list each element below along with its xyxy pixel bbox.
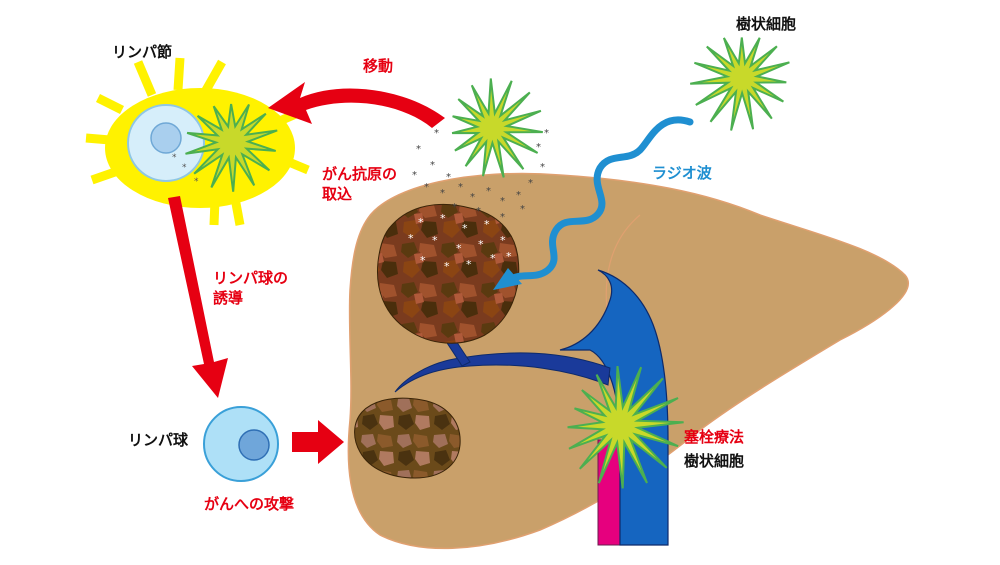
small-tumor — [354, 397, 461, 479]
radio-wave-arrowhead — [493, 268, 522, 290]
svg-text:*: * — [520, 204, 525, 215]
embolization-label: 塞栓療法 — [684, 428, 745, 446]
dendritic-cell-body — [567, 365, 684, 489]
svg-text:*: * — [490, 252, 496, 265]
dendritic-cell-icon — [690, 37, 790, 131]
svg-text:*: * — [182, 163, 187, 173]
tumor-icon — [376, 203, 520, 344]
svg-text:*: * — [540, 162, 545, 173]
blue-vessel-trunk — [559, 269, 669, 546]
dendritic-cell-label-bottom: 樹状細胞 — [684, 452, 745, 470]
svg-text:*: * — [452, 202, 457, 213]
dendritic-cell-label-top: 樹状細胞 — [736, 15, 797, 33]
antigen-particles: *** *** *** *** *** *** ** — [412, 128, 549, 223]
svg-text:*: * — [416, 144, 421, 155]
svg-text:*: * — [470, 192, 475, 203]
svg-text:*: * — [466, 258, 472, 271]
svg-text:*: * — [536, 142, 541, 153]
svg-text:*: * — [462, 222, 468, 235]
svg-text:*: * — [440, 212, 446, 225]
svg-text:*: * — [506, 250, 512, 263]
lymphocyte-label: リンパ球 — [128, 431, 189, 449]
large-tumor — [376, 203, 520, 344]
lymph-node-cell-nucleus — [150, 122, 182, 154]
tumor-icon — [354, 397, 461, 479]
migration-label: 移動 — [363, 57, 394, 75]
dendritic-cell-body — [451, 78, 543, 178]
lymphocyte-induction-label-line1: リンパ球の — [213, 269, 289, 287]
svg-text:*: * — [500, 212, 505, 223]
svg-text:*: * — [412, 170, 417, 181]
radio-wave-icon — [493, 116, 694, 290]
svg-text:*: * — [408, 232, 414, 245]
lymph-node-label: リンパ節 — [112, 43, 173, 61]
svg-text:*: * — [440, 188, 445, 199]
svg-text:*: * — [418, 216, 424, 229]
migration-arrow — [268, 82, 445, 128]
attack-arrow — [292, 420, 344, 464]
antigen-particles-on-tumor: *** *** *** *** ** — [408, 212, 512, 273]
svg-text:*: * — [432, 234, 438, 247]
svg-text:*: * — [456, 242, 462, 255]
svg-text:*: * — [458, 182, 463, 193]
lymphocyte-induction-label-line2: 誘導 — [213, 289, 244, 307]
radio-wave-label: ラジオ波 — [652, 164, 712, 182]
svg-text:*: * — [444, 260, 450, 273]
svg-text:*: * — [500, 196, 505, 207]
lymphocyte-icon — [203, 406, 279, 482]
dendritic-cell-icon — [567, 365, 684, 489]
svg-text:*: * — [516, 190, 521, 201]
svg-text:*: * — [430, 160, 435, 171]
svg-text:*: * — [420, 254, 426, 267]
svg-text:*: * — [424, 182, 429, 193]
svg-text:*: * — [476, 206, 481, 217]
svg-text:*: * — [544, 128, 549, 139]
svg-text:*: * — [434, 128, 439, 139]
lymph-node-icon: * * * — [85, 57, 310, 226]
svg-text:*: * — [486, 186, 491, 197]
dendritic-cell-body — [690, 37, 790, 131]
attack-on-cancer-label: がんへの攻撃 — [204, 495, 295, 513]
svg-text:*: * — [528, 178, 533, 189]
antigen-uptake-label-line2: 取込 — [322, 185, 353, 203]
dendritic-cell-body — [185, 103, 278, 192]
lymphocyte-nucleus — [238, 429, 270, 461]
blue-vessel-branch — [394, 352, 611, 393]
antigen-uptake-label-line1: がん抗原の — [322, 165, 398, 183]
svg-text:*: * — [172, 153, 177, 163]
dendritic-cell-icon — [451, 78, 543, 178]
lymphocyte-induction-arrow — [168, 196, 228, 398]
svg-text:*: * — [446, 172, 451, 183]
svg-text:*: * — [478, 238, 484, 251]
radio-wave — [506, 116, 694, 284]
dendritic-cell-icon — [185, 103, 278, 192]
svg-text:*: * — [194, 177, 199, 187]
svg-text:*: * — [484, 218, 490, 231]
svg-text:*: * — [500, 234, 506, 247]
